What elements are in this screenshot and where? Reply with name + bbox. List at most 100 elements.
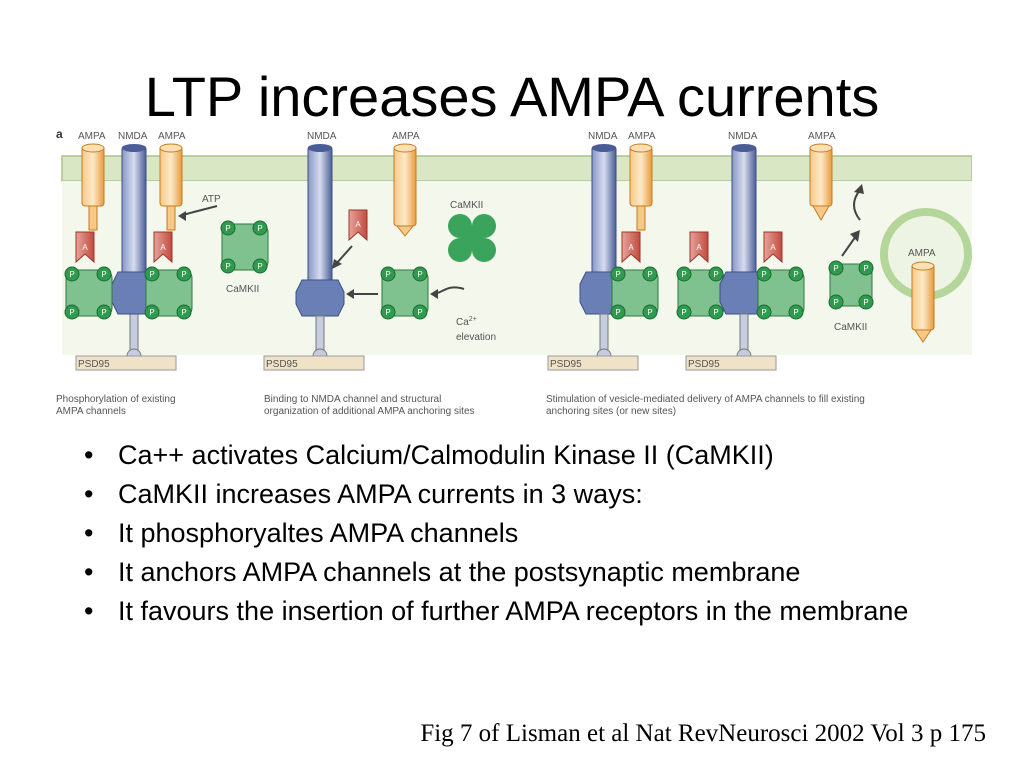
- bullet-item: • CaMKII increases AMPA currents in 3 way…: [84, 479, 984, 510]
- camkii-complex: P P P P: [828, 260, 874, 310]
- bullet-text: It anchors AMPA channels at the postsyna…: [118, 557, 801, 587]
- ampa-receptor: [159, 143, 183, 231]
- p-label: P: [181, 270, 186, 279]
- p-label: P: [615, 308, 620, 317]
- phosphate-a-tag: [763, 231, 783, 264]
- a-label: A: [355, 220, 361, 229]
- ampa-receptor: [911, 261, 935, 343]
- figure-citation: Fig 7 of Lisman et al Nat RevNeurosci 20…: [420, 720, 986, 747]
- psd95-bar: [685, 355, 777, 371]
- p-label: P: [149, 308, 154, 317]
- p-label: P: [713, 308, 718, 317]
- psd95-label: PSD95: [266, 359, 298, 370]
- bullet-dot: •: [84, 479, 94, 509]
- p-label: P: [181, 308, 186, 317]
- p-label: P: [417, 308, 422, 317]
- camkii-label: CaMKII: [834, 322, 867, 333]
- p-label: P: [257, 262, 262, 271]
- nmda-label-4: NMDA: [728, 131, 758, 142]
- nmda-label-2: NMDA: [307, 131, 337, 142]
- p-label: P: [647, 308, 652, 317]
- p-label: P: [385, 270, 390, 279]
- psd95-bar: [263, 355, 365, 371]
- p-label: P: [615, 270, 620, 279]
- slide-title: LTP increases AMPA currents: [144, 65, 880, 128]
- arrowhead: [178, 211, 186, 221]
- caption-panel-3-line-1: Stimulation of vesicle-mediated delivery…: [546, 394, 865, 405]
- camkii-complex: P P P P: [676, 266, 725, 320]
- p-label: P: [149, 270, 154, 279]
- p-label: P: [417, 270, 422, 279]
- psd95-label: PSD95: [78, 359, 110, 370]
- p-label: P: [713, 270, 718, 279]
- arrowhead: [332, 259, 342, 269]
- camkii-complex: P P P P: [610, 266, 659, 320]
- delivery-arrow: [841, 235, 857, 257]
- ampa-label-1: AMPA: [78, 131, 106, 142]
- p-label: P: [863, 298, 868, 307]
- ampa-label-4: AMPA: [628, 131, 656, 142]
- camkii-label: CaMKII: [226, 284, 259, 295]
- camkii-inactive: [448, 214, 496, 262]
- bullet-dot: •: [84, 518, 94, 548]
- caption-panel-2-line-1: Binding to NMDA channel and structural: [264, 394, 441, 405]
- psd95-bar: [75, 355, 177, 371]
- p-label: P: [257, 224, 262, 233]
- ampa-receptor: [393, 143, 417, 237]
- phosphate-a-tag: [621, 231, 641, 264]
- nmda-label-3: NMDA: [588, 131, 618, 142]
- ca-label: Ca2+: [456, 316, 477, 328]
- a-label: A: [160, 243, 166, 252]
- p-label: P: [101, 270, 106, 279]
- phosphate-a-tag: [153, 231, 173, 264]
- ampa-receptor: [809, 143, 833, 222]
- bullet-item: •It favours the insertion of further AMP…: [84, 596, 984, 627]
- p-label: P: [793, 308, 798, 317]
- p-label: P: [793, 270, 798, 279]
- elevation-label: elevation: [456, 332, 496, 343]
- p-label: P: [833, 264, 838, 273]
- arrowhead: [346, 289, 354, 299]
- ampa-label-3: AMPA: [392, 131, 420, 142]
- bullet-text: Ca++ activates Calcium/Calmodulin Kinase…: [118, 440, 774, 470]
- ampa-receptor: [629, 143, 653, 231]
- a-label: A: [696, 243, 702, 252]
- arrowhead: [430, 289, 438, 299]
- camkii-label: CaMKII: [450, 200, 483, 211]
- p-label: P: [833, 298, 838, 307]
- bullet-item: •Ca++ activates Calcium/Calmodulin Kinas…: [84, 440, 984, 471]
- camkii-complex: P P P P: [144, 266, 193, 320]
- p-label: P: [225, 224, 230, 233]
- bullet-text: CaMKII increases AMPA currents in 3 ways…: [118, 479, 643, 509]
- p-label: P: [761, 270, 766, 279]
- p-label: P: [225, 262, 230, 271]
- ltp-diagram: a AMPA NMDA AMPA NMDA AMPA NMDA AMPA NMD…: [56, 127, 972, 417]
- p-label: P: [647, 270, 652, 279]
- psd95-bar: [547, 355, 639, 371]
- p-label: P: [761, 308, 766, 317]
- p-label: P: [69, 308, 74, 317]
- bullet-dot: •: [84, 596, 94, 626]
- arrowhead: [850, 230, 860, 242]
- atp-label: ATP: [202, 194, 221, 205]
- vesicle-ampa-label: AMPA: [908, 248, 936, 259]
- psd95-label: PSD95: [550, 359, 582, 370]
- arrowhead: [854, 184, 864, 194]
- p-label: P: [681, 270, 686, 279]
- camkii-complex: P P P P: [220, 220, 269, 274]
- p-label: P: [101, 308, 106, 317]
- p-label: P: [69, 270, 74, 279]
- bullet-dot: •: [84, 557, 94, 587]
- psd95-label: PSD95: [688, 359, 720, 370]
- nmda-label-1: NMDA: [118, 131, 148, 142]
- caption-panel-1-line-1: Phosphorylation of existing: [56, 394, 176, 405]
- camkii-complex: P P P P: [756, 266, 805, 320]
- bullet-text: It phosphoryaltes AMPA channels: [118, 518, 519, 548]
- ampa-receptor: [81, 143, 105, 231]
- a-label: A: [82, 243, 88, 252]
- panel-letter: a: [56, 127, 63, 141]
- bullet-item: • It phosphoryaltes AMPA channels: [84, 518, 984, 549]
- phosphate-a-tag: [75, 231, 95, 264]
- camkii-complex: P P P P: [380, 266, 429, 320]
- p-label: P: [385, 308, 390, 317]
